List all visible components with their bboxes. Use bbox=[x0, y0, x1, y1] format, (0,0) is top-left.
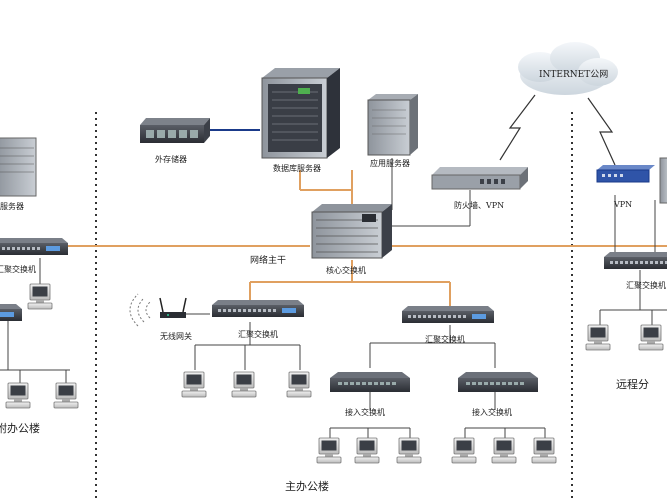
vpn-device-icon bbox=[596, 165, 655, 183]
main-building-label: 主办公楼 bbox=[285, 480, 329, 493]
pc-icon bbox=[585, 324, 611, 351]
wiring bbox=[0, 158, 667, 440]
access-switch-1-icon bbox=[330, 372, 410, 392]
pc-icon bbox=[491, 437, 517, 464]
pc-icon bbox=[396, 437, 422, 464]
pc-icon bbox=[53, 382, 79, 409]
pc-icon bbox=[451, 437, 477, 464]
backbone-lines bbox=[66, 170, 667, 308]
left-server-icon bbox=[0, 137, 37, 197]
core-switch-label: 核心交换机 bbox=[326, 266, 366, 275]
firewall-icon bbox=[431, 167, 528, 190]
pc-icon bbox=[231, 371, 257, 398]
application-server-icon bbox=[367, 94, 418, 156]
pc-icon bbox=[354, 437, 380, 464]
left-building-label: 附办公楼 bbox=[0, 422, 40, 435]
core-switch-icon bbox=[311, 204, 392, 259]
db-server-label: 数据库服务器 bbox=[273, 164, 321, 173]
pc-icon bbox=[638, 324, 664, 351]
right-aggregation-switch-icon bbox=[604, 252, 667, 269]
app-server-label: 应用服务器 bbox=[370, 159, 410, 168]
pc-icon bbox=[286, 371, 312, 398]
pc-icon bbox=[181, 371, 207, 398]
access-2-label: 接入交换机 bbox=[472, 408, 512, 417]
left-aggregation-switch-2-icon bbox=[0, 304, 22, 321]
access-1-label: 接入交换机 bbox=[345, 408, 385, 417]
mid-agg-1-label: 汇聚交换机 bbox=[238, 330, 278, 339]
left-aggregation-switch-icon bbox=[0, 238, 68, 255]
internet-link-right bbox=[587, 97, 616, 166]
database-server-icon bbox=[261, 68, 340, 159]
backbone-label: 网络主干 bbox=[250, 256, 287, 266]
storage-icon bbox=[140, 118, 210, 143]
right-building-label: 远程分 bbox=[616, 378, 649, 391]
internet-cloud-icon bbox=[518, 42, 618, 95]
firewall-label: 防火墙、VPN bbox=[454, 201, 505, 210]
mid-agg-2-label: 汇聚交换机 bbox=[425, 335, 465, 344]
left-server-label: 服务器 bbox=[0, 202, 24, 211]
wireless-gw-label: 无线网关 bbox=[160, 332, 192, 341]
wireless-gateway-icon bbox=[129, 293, 187, 327]
right-agg-label: 汇聚交换机 bbox=[626, 281, 666, 290]
internet-label: INTERNET公网 bbox=[539, 70, 609, 80]
pc-icon bbox=[27, 283, 53, 310]
right-vpn-label: VPN bbox=[614, 200, 633, 209]
mid-aggregation-switch-2-icon bbox=[402, 306, 494, 323]
internet-link-left bbox=[499, 94, 536, 161]
pc-icon bbox=[316, 437, 342, 464]
left-agg-label: 汇聚交换机 bbox=[0, 265, 36, 274]
access-switch-2-icon bbox=[458, 372, 538, 392]
pc-icon bbox=[5, 382, 31, 409]
right-server-icon bbox=[659, 157, 667, 204]
storage-label: 外存储器 bbox=[155, 155, 187, 164]
mid-aggregation-switch-1-icon bbox=[212, 300, 304, 317]
pc-icon bbox=[531, 437, 557, 464]
